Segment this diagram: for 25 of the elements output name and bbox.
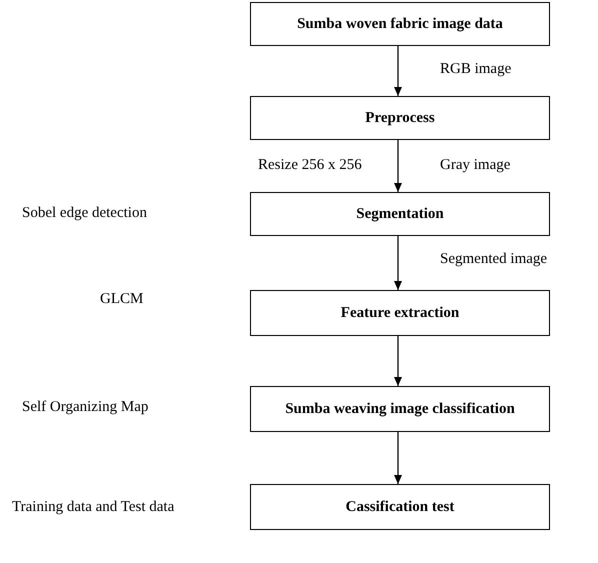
arrow	[394, 140, 402, 192]
box-title: Sumba woven fabric image data	[297, 16, 503, 32]
box-title: Sumba weaving image classification	[285, 400, 515, 418]
method-note: GLCM	[100, 291, 144, 308]
edge-label: Gray image	[440, 157, 510, 174]
arrow	[394, 46, 402, 96]
method-note: Resize 256 x 256	[258, 157, 362, 174]
process-box	[250, 290, 550, 336]
process-box	[250, 386, 550, 432]
process-box	[250, 2, 550, 46]
process-box	[250, 96, 550, 140]
method-note: Self Organizing Map	[22, 399, 148, 416]
edge-label: RGB image	[440, 61, 512, 78]
box-title: Preprocess	[365, 110, 435, 126]
process-box	[250, 192, 550, 236]
arrow	[394, 236, 402, 290]
arrow	[394, 432, 402, 484]
box-title: Feature extraction	[340, 304, 460, 322]
method-note: Sobel edge detection	[22, 205, 147, 222]
arrow	[394, 336, 402, 386]
box-title: Segmentation	[356, 206, 444, 222]
edge-label: Segmented image	[440, 251, 548, 268]
box-title: Cassification test	[346, 498, 454, 516]
method-note: Training data and Test data	[12, 499, 174, 516]
process-box	[250, 484, 550, 530]
